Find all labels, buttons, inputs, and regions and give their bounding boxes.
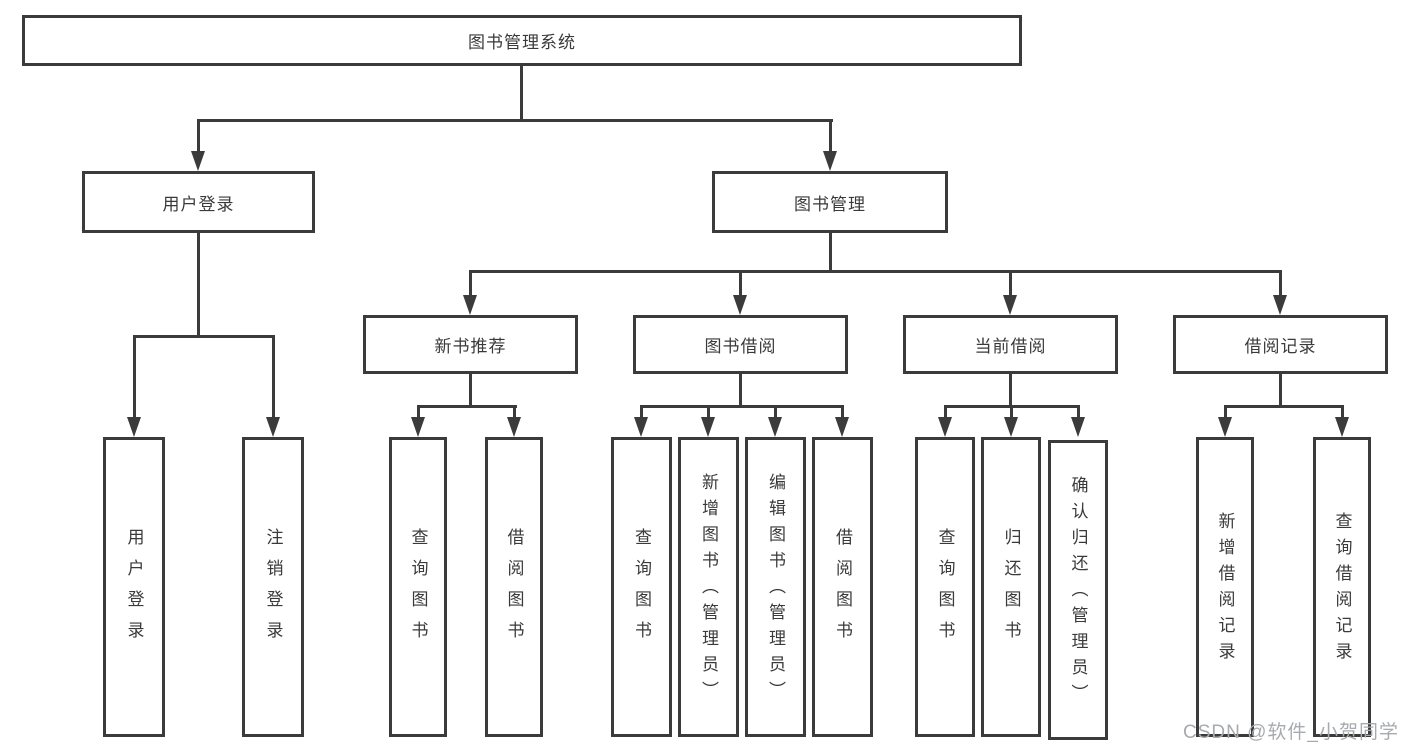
arrow-down-icon — [266, 417, 280, 437]
arrow-down-icon — [1273, 295, 1287, 315]
arrow-down-icon — [411, 417, 425, 437]
connector-bus-book-mgmt — [469, 270, 1282, 273]
arrow-down-icon — [1218, 417, 1232, 437]
leaf-logout-login: 注销登录 — [242, 437, 304, 737]
connector-drop-book-mgmt — [829, 119, 832, 155]
connector-drop-bb-add — [707, 405, 710, 421]
connector-drop-ul-login — [133, 335, 136, 421]
connector-stem-current-borrow — [1009, 373, 1012, 408]
leaf-borrow-edit-books-admin: 编辑图书（管理员） — [745, 437, 806, 737]
leaf-borrow-query-books: 查询图书 — [611, 437, 672, 737]
connector-bus-new-book — [417, 405, 517, 408]
arrow-down-icon — [1071, 417, 1085, 437]
connector-drop-nb-query — [417, 405, 420, 421]
connector-stem-user-login — [197, 232, 200, 338]
connector-drop-book-borrow — [739, 270, 742, 299]
leaf-current-confirm-return-admin: 确认归还（管理员） — [1048, 440, 1108, 740]
arrow-down-icon — [463, 295, 477, 315]
connector-bus-borrow-records — [1224, 405, 1344, 408]
node-current-borrowing: 当前借阅 — [903, 315, 1118, 374]
leaf-current-query-books: 查询图书 — [915, 437, 975, 737]
node-book-management: 图书管理 — [712, 171, 948, 233]
leaf-user-login: 用户登录 — [103, 437, 165, 737]
arrow-down-icon — [191, 151, 205, 171]
arrow-down-icon — [938, 417, 952, 437]
leaf-borrow-borrow-books: 借阅图书 — [812, 437, 873, 737]
node-book-borrowing: 图书借阅 — [633, 315, 848, 374]
connector-drop-cb-return — [1010, 405, 1013, 421]
connector-stem-book-borrow — [739, 373, 742, 408]
connector-stem-new-book — [469, 373, 472, 408]
arrow-down-icon — [768, 417, 782, 437]
arrow-down-icon — [1335, 417, 1349, 437]
leaf-current-return-books: 归还图书 — [981, 437, 1041, 737]
leaf-records-add-borrow-record: 新增借阅记录 — [1196, 437, 1254, 737]
connector-drop-new-book — [469, 270, 472, 299]
leaf-newbook-query-books: 查询图书 — [389, 437, 447, 737]
connector-drop-current-borrow — [1009, 270, 1012, 299]
connector-drop-borrow-records — [1279, 270, 1282, 299]
connector-drop-bb-query — [640, 405, 643, 421]
connector-bus-user-login — [133, 335, 275, 338]
arrow-down-icon — [823, 151, 837, 171]
connector-drop-cb-query — [944, 405, 947, 421]
connector-drop-bb-borrow — [841, 405, 844, 421]
node-root: 图书管理系统 — [22, 15, 1022, 66]
leaf-borrow-add-books-admin: 新增图书（管理员） — [678, 437, 739, 737]
connector-bus-root — [197, 119, 833, 122]
connector-bus-book-borrow — [640, 405, 844, 408]
connector-drop-cb-confirm — [1077, 405, 1080, 421]
arrow-down-icon — [733, 295, 747, 315]
arrow-down-icon — [507, 417, 521, 437]
connector-drop-nb-borrow — [513, 405, 516, 421]
connector-drop-br-query — [1341, 405, 1344, 421]
arrow-down-icon — [634, 417, 648, 437]
arrow-down-icon — [1004, 417, 1018, 437]
connector-stem-root — [520, 66, 523, 121]
connector-stem-borrow-records — [1279, 373, 1282, 408]
arrow-down-icon — [1003, 295, 1017, 315]
arrow-down-icon — [835, 417, 849, 437]
node-borrowing-records: 借阅记录 — [1173, 315, 1388, 374]
connector-drop-br-add — [1224, 405, 1227, 421]
connector-drop-user-login — [197, 119, 200, 155]
arrow-down-icon — [701, 417, 715, 437]
leaf-records-query-borrow-record: 查询借阅记录 — [1313, 437, 1371, 737]
connector-drop-ul-logout — [272, 335, 275, 421]
leaf-newbook-borrow-books: 借阅图书 — [485, 437, 543, 737]
watermark: CSDN @软件_小贺同学 — [1183, 722, 1399, 743]
node-user-login: 用户登录 — [82, 171, 315, 233]
connector-stem-book-mgmt — [829, 232, 832, 273]
arrow-down-icon — [127, 417, 141, 437]
node-new-book-recommendation: 新书推荐 — [363, 315, 578, 374]
connector-drop-bb-edit — [774, 405, 777, 421]
